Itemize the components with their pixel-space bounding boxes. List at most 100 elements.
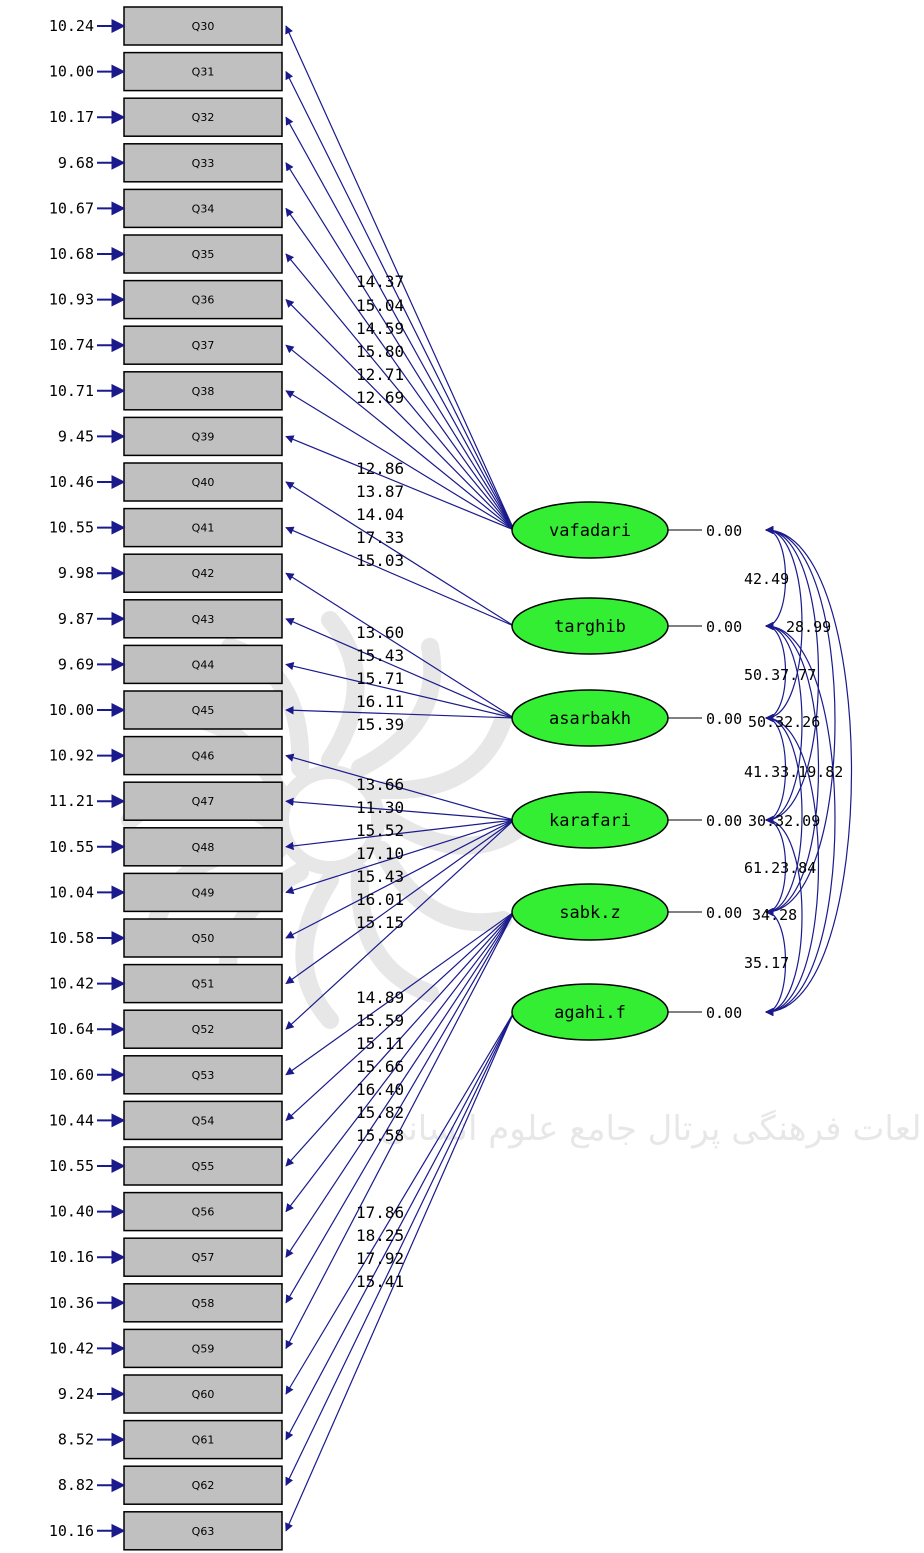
loading-value: 15.80 <box>356 342 404 361</box>
indicator-label: Q54 <box>192 1114 215 1127</box>
watermark-petal <box>350 862 439 1003</box>
error-variance-label: 10.92 <box>49 747 94 765</box>
indicator-box-q58 <box>123 1283 283 1323</box>
error-variance-label: 10.00 <box>49 701 94 719</box>
loading-value: 12.86 <box>356 459 404 478</box>
indicator-box-q51 <box>123 963 283 1004</box>
indicator-label: Q62 <box>192 1479 215 1492</box>
indicator-label: Q38 <box>192 385 215 398</box>
covariance-arcs <box>765 525 852 1017</box>
covariance-arc <box>765 525 852 1017</box>
loading-path <box>285 207 515 531</box>
indicator-box-q54 <box>123 1100 283 1141</box>
watermark-petal <box>372 841 513 932</box>
indicator-box-q50 <box>123 918 283 958</box>
covariance-arc <box>765 713 819 1017</box>
loading-path <box>285 706 515 719</box>
loading-path <box>285 819 515 985</box>
loading-path <box>285 911 515 1213</box>
loading-value: 13.87 <box>356 482 404 501</box>
loading-path <box>285 1011 515 1532</box>
watermark-petal <box>351 637 442 778</box>
indicator-box-q35 <box>123 234 283 274</box>
error-variance-label: 10.42 <box>49 1339 94 1357</box>
loading-path <box>285 911 515 1350</box>
error-variance-label: 10.16 <box>49 1522 94 1540</box>
indicator-label: Q34 <box>192 202 215 215</box>
loading-path <box>285 911 515 1076</box>
indicator-label: Q61 <box>192 1434 215 1447</box>
error-variance-label: 9.45 <box>58 427 94 445</box>
watermark-text: پژوهشگاه علوم انسانی و مطالعات فرهنگی پر… <box>380 1109 924 1149</box>
loading-path <box>285 911 515 1167</box>
indicator-label: Q51 <box>192 978 215 991</box>
indicator-label: Q48 <box>192 841 215 854</box>
loading-path <box>285 662 515 719</box>
error-variance-label: 10.55 <box>49 519 94 537</box>
error-variance-label: 9.87 <box>58 610 94 628</box>
indicator-box-q32 <box>123 97 283 137</box>
loading-path <box>285 299 515 531</box>
indicator-label: Q46 <box>192 750 215 763</box>
error-variance-label: 10.00 <box>49 63 94 81</box>
indicator-label: Q31 <box>192 66 215 79</box>
covariance-arc <box>765 713 803 917</box>
indicator-label: Q32 <box>192 111 215 124</box>
loading-value: 15.52 <box>356 821 404 840</box>
indicator-label: Q35 <box>192 248 215 261</box>
indicator-label: Q37 <box>192 339 215 352</box>
loading-path <box>285 572 515 719</box>
indicator-label: Q57 <box>192 1251 215 1264</box>
loading-labels: 14.3715.0414.5915.8012.7112.6912.8613.87… <box>356 272 404 1291</box>
indicator-label: Q56 <box>192 1206 215 1219</box>
loading-path <box>285 617 515 719</box>
loading-path <box>285 1011 515 1486</box>
factor-variance-label: 0.00 <box>706 710 742 728</box>
indicator-label: Q60 <box>192 1388 215 1401</box>
error-variance-label: 10.64 <box>49 1020 94 1038</box>
error-variance-label: 10.04 <box>49 883 94 901</box>
factor-label: targhib <box>554 617 626 637</box>
indicator-box-q55 <box>123 1146 283 1186</box>
loading-path <box>285 911 515 1121</box>
loading-value: 15.43 <box>356 867 404 886</box>
indicator-box-q40 <box>123 462 283 502</box>
loading-path <box>285 819 515 851</box>
indicator-label: Q53 <box>192 1069 215 1082</box>
loading-value: 15.04 <box>356 296 404 315</box>
factor-variance-label: 0.00 <box>706 812 742 830</box>
factor-variance-label: 0.00 <box>706 904 742 922</box>
indicator-label: Q63 <box>192 1525 215 1538</box>
loading-value: 15.03 <box>356 551 404 570</box>
loading-value: 17.92 <box>356 1249 404 1268</box>
indicator-box-q30 <box>123 6 283 46</box>
indicator-label: Q58 <box>192 1297 215 1310</box>
covariance-value: 28.99 <box>786 618 831 636</box>
factor-label: agahi.f <box>554 1003 626 1023</box>
factor-variance-label: 0.00 <box>706 522 742 540</box>
loading-value: 15.71 <box>356 669 404 688</box>
loading-value: 15.59 <box>356 1011 404 1030</box>
loading-path <box>285 253 515 531</box>
factor-label: karafari <box>549 811 631 831</box>
watermark-petal <box>372 711 513 800</box>
indicator-label: Q47 <box>192 795 215 808</box>
error-variance-label: 10.58 <box>49 929 94 947</box>
loading-value: 17.10 <box>356 844 404 863</box>
covariance-arc <box>765 621 787 723</box>
loading-value: 15.39 <box>356 715 404 734</box>
covariance-value: 35.17 <box>744 954 789 972</box>
indicator-box-q41 <box>123 507 283 548</box>
loading-path <box>285 344 515 531</box>
error-variance-label: 11.21 <box>49 792 94 810</box>
factor-variance-label: 0.00 <box>706 1004 742 1022</box>
covariance-arc <box>765 525 819 825</box>
error-variance-label: 10.36 <box>49 1294 94 1312</box>
loading-path <box>285 1011 515 1441</box>
indicator-box-q53 <box>123 1055 283 1095</box>
loading-value: 18.25 <box>356 1226 404 1245</box>
loading-path <box>285 435 515 531</box>
indicator-box-q39 <box>123 416 283 457</box>
indicator-label: Q50 <box>192 932 215 945</box>
